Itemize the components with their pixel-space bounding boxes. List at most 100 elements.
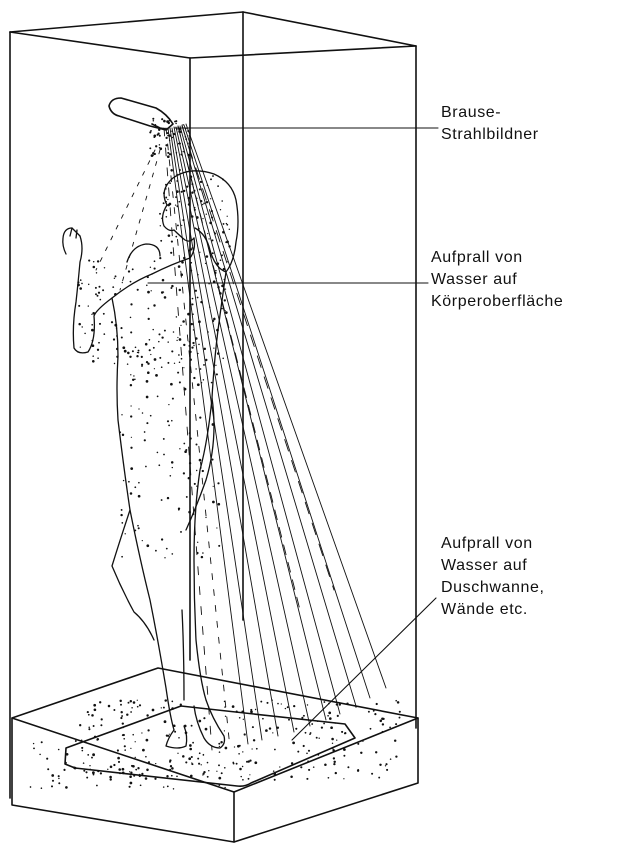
water-droplet-dot (139, 775, 141, 777)
water-droplet-dot (379, 719, 382, 722)
water-droplet-dot (130, 782, 133, 785)
water-droplet-dot (344, 733, 346, 735)
water-droplet-dot (130, 772, 132, 774)
water-droplet-dot (95, 293, 97, 295)
water-droplet-dot (205, 728, 208, 731)
water-droplet-dot (343, 748, 346, 751)
water-droplet-dot (242, 779, 244, 781)
water-droplet-dot (41, 787, 43, 789)
water-droplet-dot (195, 290, 197, 292)
water-droplet-dot (161, 707, 162, 708)
water-droplet-dot (211, 459, 213, 461)
water-droplet-dot (93, 725, 95, 727)
water-droplet-dot (212, 423, 215, 426)
water-droplet-dot (208, 331, 209, 332)
water-droplet-dot (254, 761, 257, 764)
water-droplet-dot (341, 731, 343, 733)
water-droplet-dot (86, 777, 88, 779)
water-droplet-dot (182, 320, 185, 323)
water-droplet-dot (148, 318, 150, 320)
water-droplet-dot (164, 330, 166, 332)
water-droplet-dot (189, 175, 192, 178)
water-droplet-dot (110, 766, 113, 769)
water-droplet-dot (141, 732, 142, 733)
water-droplet-dot (167, 497, 169, 499)
water-droplet-dot (94, 736, 97, 739)
water-droplet-dot (159, 357, 161, 359)
water-droplet-dot (122, 727, 124, 729)
water-droplet-dot (155, 374, 158, 377)
water-droplet-dot (132, 765, 135, 768)
water-droplet-dot (191, 303, 193, 305)
water-droplet-dot (58, 782, 60, 784)
water-droplet-dot (178, 737, 180, 739)
water-droplet-dot (129, 771, 130, 772)
water-droplet-dot (169, 182, 171, 184)
water-droplet-dot (323, 701, 325, 703)
water-droplet-dot (168, 425, 170, 427)
water-droplet-dot (121, 715, 123, 717)
water-droplet-dot (132, 350, 134, 352)
water-droplet-dot (300, 766, 302, 768)
water-droplet-dot (244, 733, 246, 735)
water-droplet-dot (215, 365, 216, 366)
water-droplet-dot (188, 249, 190, 251)
water-droplet-dot (222, 358, 224, 360)
water-droplet-dot (171, 350, 173, 352)
water-droplet-dot (203, 773, 205, 775)
water-droplet-dot (191, 183, 193, 185)
water-droplet-dot (129, 786, 131, 788)
water-droplet-dot (169, 140, 170, 141)
water-droplet-dot (190, 775, 193, 778)
water-droplet-dot (336, 739, 337, 740)
water-droplet-dot (98, 286, 100, 288)
water-droplet-dot (123, 738, 125, 740)
water-droplet-dot (169, 761, 171, 763)
water-droplet-dot (250, 711, 253, 714)
water-droplet-dot (180, 704, 182, 706)
water-droplet-dot (176, 205, 178, 207)
water-droplet-dot (368, 711, 370, 713)
water-droplet-dot (221, 772, 223, 774)
water-droplet-dot (207, 233, 208, 234)
water-droplet-dot (111, 321, 113, 323)
water-droplet-dot (357, 743, 359, 745)
water-droplet-dot (137, 289, 139, 291)
water-droplet-dot (145, 343, 148, 346)
water-droplet-dot (171, 775, 173, 777)
water-droplet-dot (316, 737, 318, 739)
water-droplet-dot (114, 363, 115, 364)
water-droplet-dot (168, 404, 169, 405)
water-droplet-dot (225, 310, 226, 311)
water-droplet-dot (159, 257, 161, 259)
water-droplet-dot (114, 293, 117, 296)
water-droplet-dot (176, 152, 178, 154)
water-droplet-dot (145, 756, 147, 758)
water-droplet-dot (33, 743, 34, 744)
water-droplet-dot (186, 496, 188, 498)
water-droplet-dot (133, 375, 134, 376)
water-droplet-dot (97, 295, 99, 297)
water-droplet-dot (124, 749, 126, 751)
water-droplet-dot (138, 482, 140, 484)
water-droplet-dot (333, 763, 335, 765)
water-droplet-dot (191, 346, 193, 348)
water-droplet-dot (119, 772, 121, 774)
water-droplet-dot (389, 727, 391, 729)
water-droplet-dot (197, 297, 199, 299)
water-droplet-dot (172, 467, 173, 468)
water-droplet-dot (225, 747, 228, 750)
water-droplet-dot (158, 464, 160, 466)
water-droplet-dot (225, 311, 228, 314)
water-droplet-dot (121, 522, 123, 524)
water-droplet-dot (147, 729, 149, 731)
water-droplet-dot (99, 701, 101, 703)
water-droplet-dot (191, 282, 193, 284)
water-droplet-dot (217, 503, 220, 506)
water-droplet-dot (196, 552, 198, 554)
label-tray-impact-line3: Duschwanne, (441, 577, 545, 599)
water-droplet-dot (153, 120, 155, 122)
water-droplet-dot (142, 412, 144, 414)
water-droplet-dot (102, 289, 104, 291)
water-droplet-dot (202, 470, 204, 472)
